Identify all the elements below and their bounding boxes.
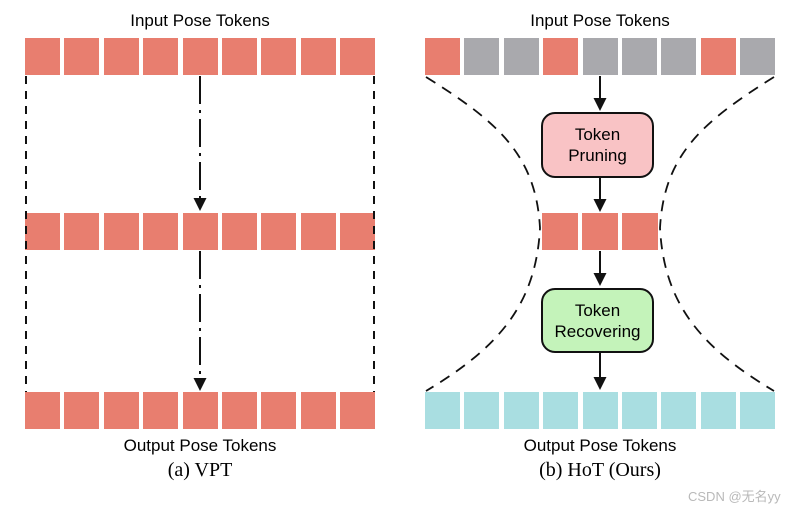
pose-token-red: [64, 38, 100, 75]
vpt-output-label: Output Pose Tokens: [123, 436, 277, 455]
token-pruning-box: Token Pruning: [541, 112, 654, 178]
pose-token-gray: [464, 38, 500, 75]
pose-token-red: [25, 213, 60, 250]
pose-token-red: [182, 392, 218, 429]
token-pruning-label-line1: Token: [574, 125, 621, 144]
hot-funnel-curve-right: [659, 76, 775, 392]
hot-arrow-pruning-to-tokens-head: [593, 199, 607, 212]
vpt-caption: (a) VPT: [167, 459, 233, 481]
vpt-flow-arrow-1-head: [193, 198, 207, 211]
pose-token-cyan: [464, 392, 500, 429]
pose-token-cyan: [543, 392, 579, 429]
pose-token-red: [64, 213, 100, 250]
pose-token-red: [340, 392, 375, 429]
pose-token-red: [300, 38, 336, 75]
pose-token-red: [103, 213, 139, 250]
pose-token-red: [261, 38, 297, 75]
pose-token-red: [261, 392, 297, 429]
pose-token-red: [25, 392, 60, 429]
pose-token-red: [425, 38, 460, 75]
pose-token-gray: [661, 38, 697, 75]
pose-token-red: [582, 213, 618, 250]
hot-output-label: Output Pose Tokens: [523, 436, 677, 455]
pose-token-cyan: [582, 392, 618, 429]
pose-token-red: [542, 213, 578, 250]
pose-token-red: [261, 213, 297, 250]
pose-token-red: [700, 38, 736, 75]
token-recovering-label-line1: Token: [574, 300, 621, 320]
vpt-input-label: Input Pose Tokens: [130, 11, 270, 30]
hot-funnel-curve-left: [425, 76, 541, 392]
hot-arrow-recovering-to-output-head: [593, 377, 607, 390]
pose-token-gray: [503, 38, 539, 75]
pose-token-gray: [740, 38, 775, 75]
token-recovering-label-line2: Recovering: [554, 321, 641, 341]
pose-token-cyan: [700, 392, 736, 429]
pose-token-red: [64, 392, 100, 429]
token-recovering-box: Token Recovering: [541, 288, 654, 353]
pose-token-red: [182, 38, 218, 75]
hot-arrow-input-to-pruning-head: [593, 98, 607, 111]
pose-token-red: [300, 213, 336, 250]
pose-token-red: [143, 213, 179, 250]
hot-pruned-token-row: [542, 213, 658, 250]
pose-token-red: [143, 392, 179, 429]
pose-token-red: [182, 213, 218, 250]
pose-token-cyan: [661, 392, 697, 429]
hot-input-label: Input Pose Tokens: [530, 11, 670, 30]
token-pruning-label-line2: Pruning: [568, 146, 627, 165]
pose-token-red: [103, 38, 139, 75]
pose-token-red: [221, 392, 257, 429]
pose-token-red: [340, 38, 375, 75]
hot-caption: (b) HoT (Ours): [539, 459, 661, 481]
pose-token-red: [340, 213, 375, 250]
pose-token-red: [622, 213, 658, 250]
vpt-output-token-row: [25, 392, 375, 429]
pose-token-red: [300, 392, 336, 429]
pose-token-red: [143, 38, 179, 75]
hot-input-token-row: [425, 38, 775, 75]
pose-token-cyan: [425, 392, 460, 429]
pose-token-gray: [582, 38, 618, 75]
pose-token-red: [25, 38, 60, 75]
csdn-watermark: CSDN @无名yy: [688, 489, 781, 504]
pose-token-red: [543, 38, 579, 75]
vpt-flow-arrow-2-head: [193, 378, 207, 391]
vpt-middle-token-row: [25, 213, 375, 250]
pose-token-cyan: [621, 392, 657, 429]
pose-token-cyan: [740, 392, 775, 429]
pose-token-red: [221, 38, 257, 75]
hot-arrow-tokens-to-recovering-head: [593, 273, 607, 286]
pose-token-gray: [621, 38, 657, 75]
pose-token-cyan: [503, 392, 539, 429]
vpt-input-token-row: [25, 38, 375, 75]
pose-token-red: [103, 392, 139, 429]
pose-token-red: [221, 213, 257, 250]
hot-output-token-row: [425, 392, 775, 429]
